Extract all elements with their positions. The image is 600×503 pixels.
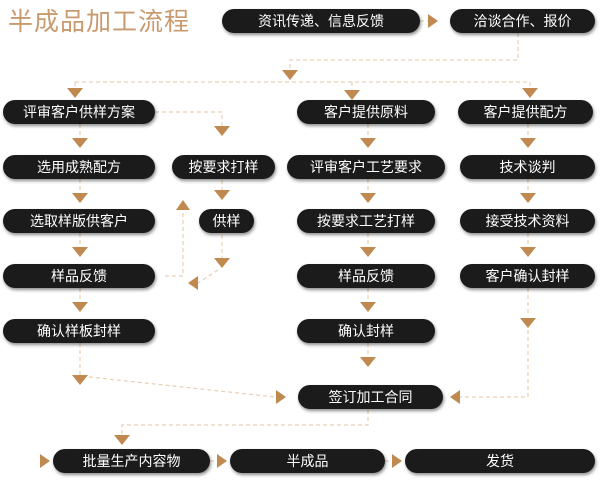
step-bulk-produce: 批量生产内容物 xyxy=(53,449,210,473)
connector-left-5 xyxy=(79,343,285,398)
arrow-right-2 xyxy=(520,193,536,203)
step-mature-formula: 选用成熟配方 xyxy=(3,155,155,179)
connector-feedback-loop xyxy=(165,210,184,277)
arrow-to-formula xyxy=(522,88,538,98)
step-confirm-board: 确认样板封样 xyxy=(3,319,155,343)
arrow-left-4 xyxy=(72,302,88,312)
arrow-mid-3 xyxy=(360,247,376,257)
arrow-left-3 xyxy=(72,247,88,257)
arrow-to-ship xyxy=(392,454,402,468)
arrow-sub-3 xyxy=(214,258,230,268)
arrow-right-1 xyxy=(520,138,536,148)
step-tech-talk: 技术谈判 xyxy=(460,155,595,179)
step-negotiate: 洽谈合作、报价 xyxy=(450,9,595,33)
arrow-inquiry-negotiate xyxy=(428,14,438,28)
step-accept-docs: 接受技术资料 xyxy=(460,209,595,233)
step-review-plan: 评审客户供样方案 xyxy=(3,100,155,124)
page-title: 半成品加工流程 xyxy=(8,7,191,36)
connector-negotiate-split xyxy=(289,33,519,69)
connector-review-branch xyxy=(155,111,223,126)
arrow-left-5 xyxy=(72,375,88,385)
arrow-sub-1 xyxy=(214,126,230,136)
arrow-loop-up xyxy=(176,200,190,210)
step-supply-sample: 供样 xyxy=(199,209,254,233)
step-formula: 客户提供配方 xyxy=(458,100,593,124)
arrow-left-to-contract xyxy=(276,390,286,404)
arrow-right-3 xyxy=(520,247,536,257)
arrow-sub-2 xyxy=(214,190,230,200)
step-sign-contract: 签订加工合同 xyxy=(298,385,443,409)
arrow-mid-1 xyxy=(360,138,376,148)
arrow-to-bulk xyxy=(40,454,50,468)
arrow-left-2 xyxy=(72,193,88,203)
step-process-sample: 按要求工艺打样 xyxy=(297,209,435,233)
arrow-to-bottom-row xyxy=(114,435,130,445)
arrow-right-to-contract xyxy=(450,390,460,404)
connector-sub-3 xyxy=(197,269,219,284)
arrow-left-1 xyxy=(72,138,88,148)
arrow-loop-back xyxy=(188,276,198,290)
connector-right-5 xyxy=(460,330,529,398)
arrow-mid-4 xyxy=(360,302,376,312)
step-raw-material: 客户提供原料 xyxy=(297,100,435,124)
step-review-process: 评审客户工艺要求 xyxy=(287,155,445,179)
step-semi-finished: 半成品 xyxy=(230,449,385,473)
connector-contract-bottom xyxy=(121,410,369,435)
arrow-to-semi xyxy=(217,454,227,468)
step-shipping: 发货 xyxy=(405,449,595,473)
arrow-split xyxy=(282,70,298,80)
step-feedback-mid: 样品反馈 xyxy=(297,264,435,288)
step-select-sample: 选取样版供客户 xyxy=(3,209,155,233)
step-confirm-seal-mid: 确认封样 xyxy=(297,319,435,343)
step-sample-on-request: 按要求打样 xyxy=(172,155,275,179)
arrow-to-review-plan xyxy=(67,88,83,98)
step-feedback-left: 样品反馈 xyxy=(3,264,155,288)
arrow-mid-2 xyxy=(360,193,376,203)
arrow-mid-5 xyxy=(360,357,376,367)
step-inquiry: 资讯传递、信息反馈 xyxy=(222,9,420,33)
arrow-right-4 xyxy=(520,318,536,328)
step-confirm-seal-right: 客户确认封样 xyxy=(460,264,595,288)
arrow-to-raw xyxy=(344,90,360,100)
